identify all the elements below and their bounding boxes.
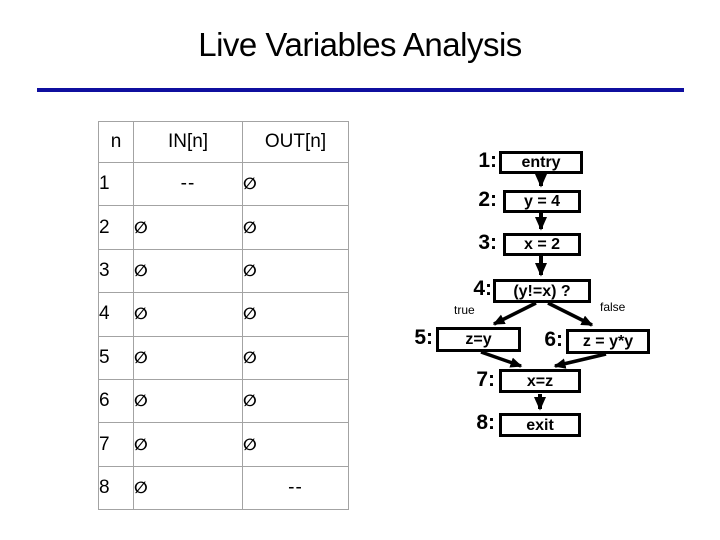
node-entry: entry [499,151,583,174]
cell-n-3: 3 [98,248,134,294]
cell-out-6: ∅ [242,378,349,424]
node-6-number: 6: [544,328,563,351]
cell-in-5: ∅ [133,335,243,380]
live-variables-table: n IN[n] OUT[n] 1 -- ∅ 2 ∅ ∅ 3 ∅ ∅ 4 [98,121,349,511]
cell-n-7: 7 [98,422,134,467]
branch-label-false: false [600,300,626,314]
node-y-equals-4: y = 4 [503,190,581,213]
cell-out-3: ∅ [242,248,349,294]
node-8-number: 8: [476,411,495,434]
cell-out-1: ∅ [242,161,349,207]
arrow-4-5-true [492,301,537,326]
header-n: n [98,121,134,163]
arrow-5-7 [480,350,523,368]
node-4-number: 4: [473,277,492,300]
table-header-row: n IN[n] OUT[n] [98,121,349,163]
header-out: OUT[n] [242,121,349,163]
node-x-equals-2: x = 2 [503,233,581,256]
title-underline [37,88,684,92]
node-7-number: 7: [476,368,495,391]
table-row: 7 ∅ ∅ [98,422,349,467]
cell-out-7: ∅ [242,422,349,467]
node-1-number: 1: [478,149,497,172]
table-row: 4 ∅ ∅ [98,292,349,337]
cell-n-4: 4 [98,292,134,337]
cell-n-8: 8 [98,465,134,511]
cell-in-4: ∅ [133,292,243,337]
arrow-6-7 [553,352,607,369]
page-title: Live Variables Analysis [198,26,522,63]
cell-n-2: 2 [98,205,134,250]
header-in: IN[n] [133,121,243,163]
cell-out-2: ∅ [242,205,349,250]
node-3-number: 3: [478,231,497,254]
cell-in-1: -- [133,161,243,207]
branch-label-true: true [454,303,475,317]
cell-out-5: ∅ [242,335,349,380]
table-row: 2 ∅ ∅ [98,205,349,250]
cell-in-3: ∅ [133,248,243,294]
node-z-equals-y-times-y: z = y*y [566,329,650,354]
table-row: 8 ∅ -- [98,465,349,511]
arrow-4-6-false [547,301,594,327]
cell-n-6: 6 [98,378,134,424]
table-row: 3 ∅ ∅ [98,248,349,294]
table-row: 1 -- ∅ [98,161,349,207]
node-exit: exit [499,413,581,437]
node-condition: (y!=x) ? [493,279,591,303]
node-z-equals-y: z=y [436,327,521,352]
node-2-number: 2: [478,188,497,211]
cell-in-2: ∅ [133,205,243,250]
cell-in-8: ∅ [133,465,243,511]
node-x-equals-z: x=z [499,369,581,393]
cell-n-5: 5 [98,335,134,380]
cell-n-1: 1 [98,161,134,207]
node-5-number: 5: [414,326,433,349]
cell-out-8: -- [242,465,349,511]
cell-in-6: ∅ [133,378,243,424]
cell-in-7: ∅ [133,422,243,467]
cell-out-4: ∅ [242,292,349,337]
table-row: 5 ∅ ∅ [98,335,349,380]
table-row: 6 ∅ ∅ [98,378,349,424]
